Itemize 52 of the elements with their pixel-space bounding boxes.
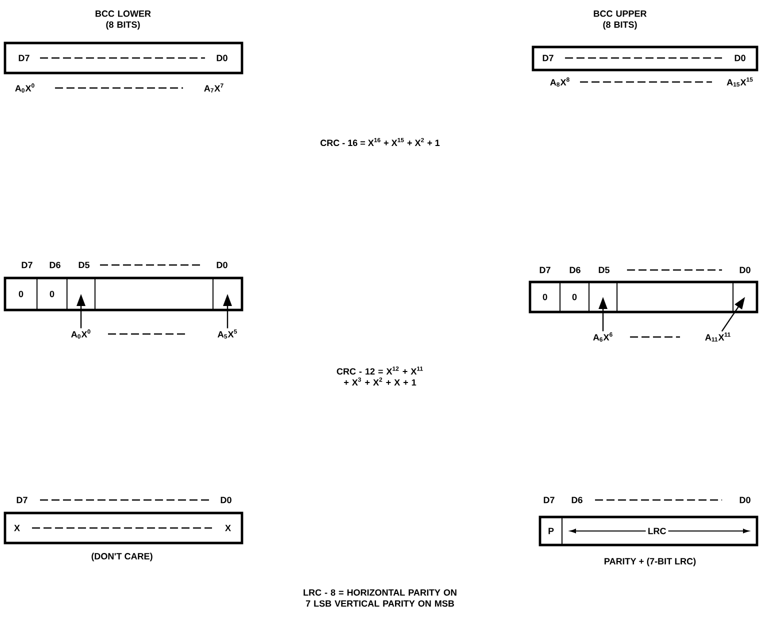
formula-text: CRC - 12 = X$^{12}$ + X$^{11}$ + X$^{3}$ + X$^{2}$ + X + 1 bbox=[336, 366, 423, 386]
box-heading: BCC LOWER (8 BITS) bbox=[96, 10, 151, 30]
bit-label: D7 bbox=[542, 54, 554, 62]
register-caption: A$_{8}$X$^{8}$ bbox=[550, 77, 570, 87]
bit-cell bbox=[66, 278, 96, 310]
register-caption: A$_{15}$X$^{15}$ bbox=[726, 77, 753, 87]
register-caption: PARITY + (7-BIT LRC) bbox=[604, 558, 696, 566]
bit-cell bbox=[732, 282, 758, 312]
bit-label: D7 bbox=[22, 262, 32, 268]
bit-label: D5 bbox=[78, 262, 90, 268]
register-caption: A$_{0}$X$^{0}$ bbox=[15, 83, 34, 93]
bit-label: A$_{11}$X$^{11}$ bbox=[705, 332, 730, 342]
bit-label: D7 bbox=[540, 266, 550, 274]
bit-label: A$_{5}$X$^{5}$ bbox=[218, 330, 237, 339]
bit-label: X bbox=[225, 524, 231, 532]
register-box bbox=[528, 280, 758, 314]
arrow bbox=[76, 294, 86, 328]
bit-label: D0 bbox=[734, 54, 746, 62]
register-caption: (DON'T CARE) bbox=[92, 552, 152, 562]
bit-cell: P bbox=[540, 516, 562, 546]
formula-text: LRC - 8 = HORIZONTAL PARITY ON 7 LSB VERTICAL PARITY ON MSB bbox=[304, 589, 456, 607]
bit-cell bbox=[94, 278, 214, 310]
arrow bbox=[598, 297, 608, 332]
bit-label: D5 bbox=[598, 266, 610, 274]
box-heading: BCC UPPER (8 BITS) bbox=[594, 10, 647, 30]
bit-cell: 0 bbox=[560, 282, 590, 312]
register-caption: A$_{7}$X$^{7}$ bbox=[204, 84, 224, 92]
bit-label: D0 bbox=[740, 266, 750, 274]
bit-cell bbox=[616, 282, 734, 312]
bit-label: D7 bbox=[16, 496, 28, 504]
bit-label: A$_{0}$X$^{0}$ bbox=[71, 329, 90, 339]
bit-label: LRC bbox=[646, 526, 668, 536]
bit-label: D6 bbox=[570, 266, 580, 274]
bit-cell bbox=[588, 282, 618, 312]
bit-label: D6 bbox=[50, 262, 60, 268]
arrow bbox=[223, 294, 232, 328]
bit-label: X bbox=[14, 524, 20, 532]
register-box bbox=[4, 276, 244, 312]
bit-label: D0 bbox=[216, 54, 228, 62]
bit-cell bbox=[212, 278, 242, 310]
arrow bbox=[721, 297, 745, 332]
bit-cell: 0 bbox=[530, 282, 560, 312]
bit-label: D0 bbox=[220, 496, 232, 504]
bit-cell: 0 bbox=[4, 278, 38, 310]
bit-label: D7 bbox=[544, 496, 554, 504]
bit-label: A$_{6}$X$^{6}$ bbox=[593, 332, 612, 342]
bit-label: D0 bbox=[216, 262, 228, 268]
bit-cell: 0 bbox=[36, 278, 68, 310]
formula-text: CRC - 16 = X$^{16}$ + X$^{15}$ + X$^{2}$ + 1 bbox=[320, 138, 440, 146]
bit-label: D6 bbox=[572, 496, 582, 504]
bit-label: D0 bbox=[740, 496, 750, 504]
bit-label: D7 bbox=[18, 54, 30, 62]
